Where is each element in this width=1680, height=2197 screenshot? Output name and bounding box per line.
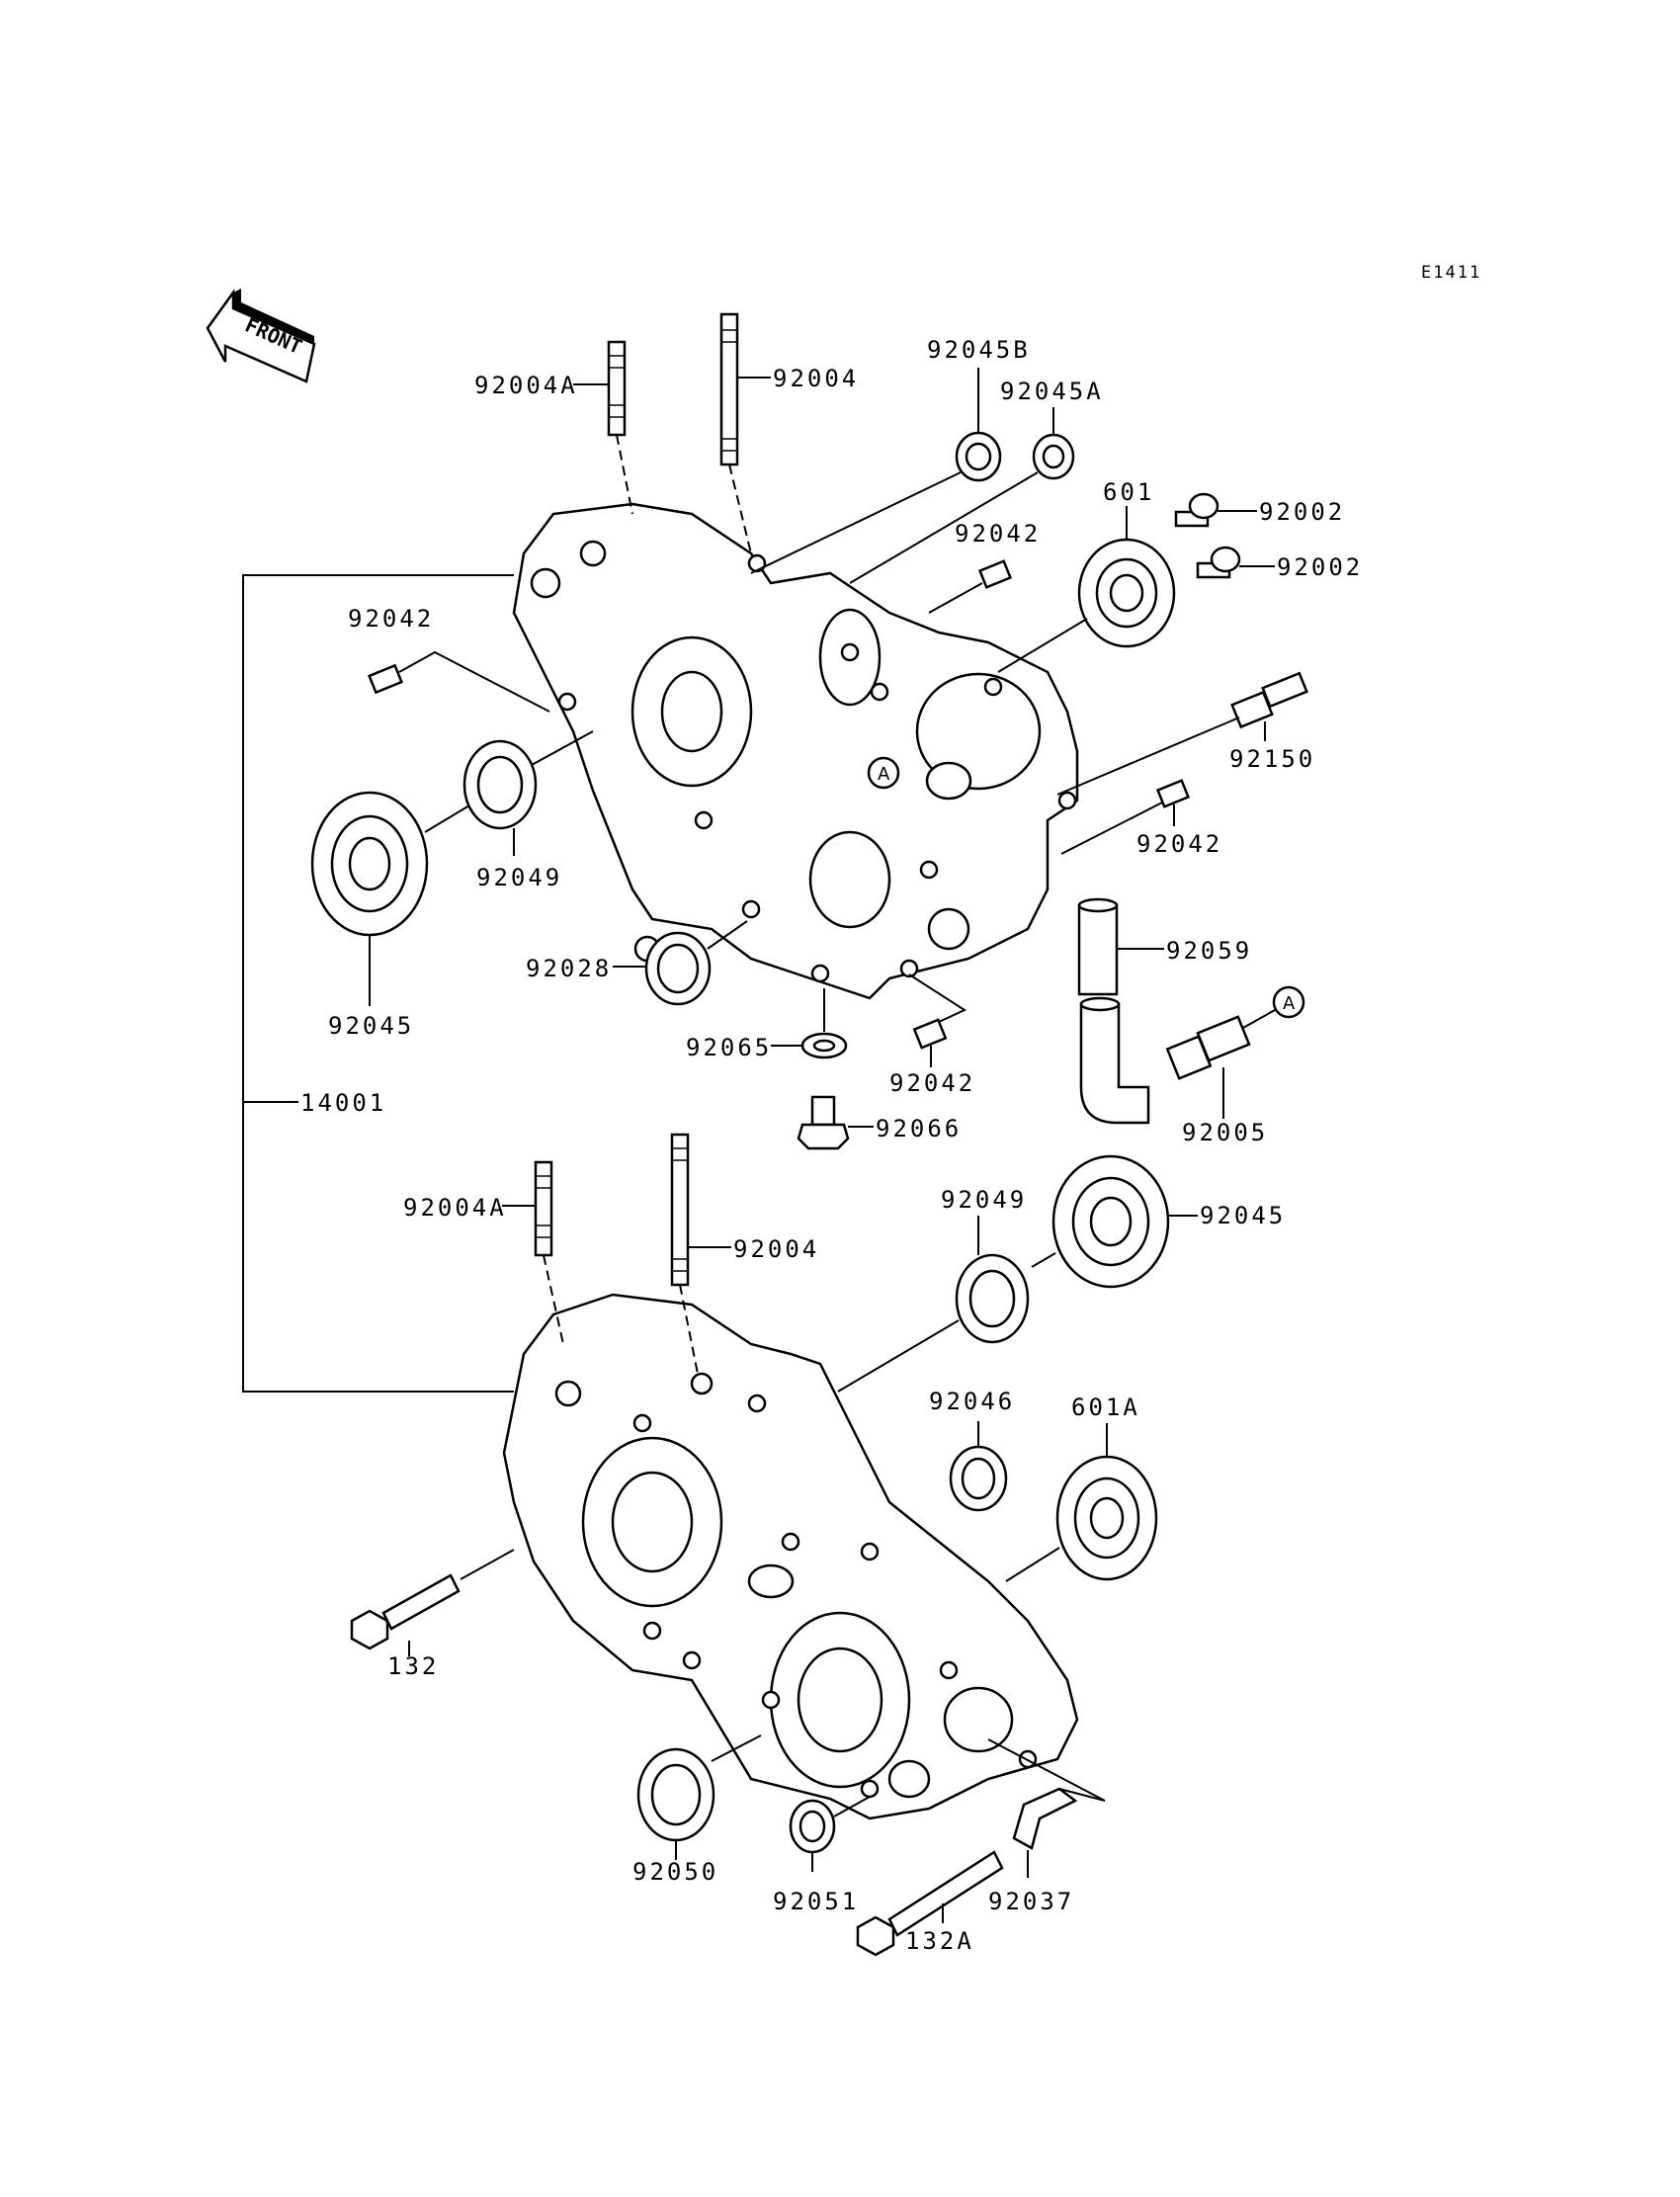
upper-crankcase-half xyxy=(512,502,1079,1000)
crankcase-set-bracket xyxy=(242,574,514,1393)
stud-92004-upper xyxy=(719,312,752,554)
diagram-code: E1411 xyxy=(1421,263,1481,283)
label-92004-upper: 92004 xyxy=(773,365,859,392)
label-92042-lower: 92042 xyxy=(889,1069,975,1097)
label-92042-upper-left: 92042 xyxy=(348,605,434,633)
bolt-132a xyxy=(856,1850,1004,1957)
seal-92050 xyxy=(636,1734,762,1860)
label-92005: 92005 xyxy=(1182,1119,1268,1146)
label-92150: 92150 xyxy=(1229,745,1315,773)
seal-92049-left xyxy=(462,730,594,856)
label-601a: 601A xyxy=(1071,1394,1140,1421)
label-14001: 14001 xyxy=(300,1089,386,1117)
bearing-601 xyxy=(997,506,1176,673)
ref-marker-a-upper: A xyxy=(867,756,900,790)
stud-92004a-upper xyxy=(607,340,633,515)
label-92045a: 92045A xyxy=(1000,378,1104,405)
bearing-601a xyxy=(1005,1423,1158,1582)
label-132: 132 xyxy=(387,1652,439,1680)
dowel-92042-upper-mid xyxy=(928,559,1013,614)
label-92049-left: 92049 xyxy=(476,864,562,891)
plug-92066 xyxy=(797,1095,874,1150)
ref-marker-a-lower: A xyxy=(1272,985,1305,1019)
bolt-132 xyxy=(350,1549,515,1656)
label-92051: 92051 xyxy=(773,1888,859,1915)
dowel-92042-upper-left xyxy=(368,650,550,713)
label-601: 601 xyxy=(1103,478,1154,506)
svg-text:A: A xyxy=(1283,993,1296,1014)
fitting-92005 xyxy=(1165,1009,1276,1119)
seal-92049-right xyxy=(837,1216,1030,1393)
label-92002-b: 92002 xyxy=(1277,553,1363,581)
washer-92065 xyxy=(771,988,848,1059)
label-92004a-upper: 92004A xyxy=(474,372,578,399)
label-92042-right: 92042 xyxy=(1136,830,1222,858)
label-92037: 92037 xyxy=(988,1888,1074,1915)
label-92046: 92046 xyxy=(929,1388,1015,1415)
stud-92004-lower xyxy=(670,1133,699,1375)
stud-92004a-lower xyxy=(534,1160,564,1345)
front-arrow-icon: FRONT xyxy=(206,289,316,383)
fitting-92150 xyxy=(1056,671,1308,796)
label-92002-a: 92002 xyxy=(1259,498,1345,526)
label-92045-right: 92045 xyxy=(1200,1202,1286,1229)
bolt-92002-b xyxy=(1196,546,1275,579)
seal-92045a xyxy=(849,407,1075,584)
label-92045b: 92045B xyxy=(927,336,1031,364)
bearing-92045-left xyxy=(310,791,475,1006)
label-92004a-lower: 92004A xyxy=(403,1194,507,1222)
label-92049-right: 92049 xyxy=(941,1186,1027,1214)
label-92004-lower: 92004 xyxy=(733,1235,819,1263)
hose-92059 xyxy=(1077,897,1164,1125)
seal-92045b xyxy=(750,368,1002,574)
bearing-92045-right xyxy=(1031,1154,1198,1289)
seal-92051 xyxy=(789,1796,871,1872)
svg-text:A: A xyxy=(878,764,890,785)
label-92050: 92050 xyxy=(632,1858,718,1886)
lower-crankcase-half xyxy=(502,1293,1079,1820)
label-92066: 92066 xyxy=(876,1115,962,1142)
dowel-92042-lower xyxy=(908,973,967,1067)
label-92059: 92059 xyxy=(1166,937,1252,965)
collar-92028 xyxy=(613,920,748,1006)
label-92065: 92065 xyxy=(686,1034,772,1061)
dowel-92042-right xyxy=(1060,779,1191,855)
label-92042-upper-mid: 92042 xyxy=(955,520,1041,548)
label-92028: 92028 xyxy=(526,955,612,982)
clamp-92037 xyxy=(987,1738,1106,1878)
label-132a: 132A xyxy=(905,1927,974,1955)
bolt-92002-a xyxy=(1174,492,1257,528)
needle-bearing-92046 xyxy=(949,1421,1008,1512)
label-92045-left: 92045 xyxy=(328,1012,414,1040)
